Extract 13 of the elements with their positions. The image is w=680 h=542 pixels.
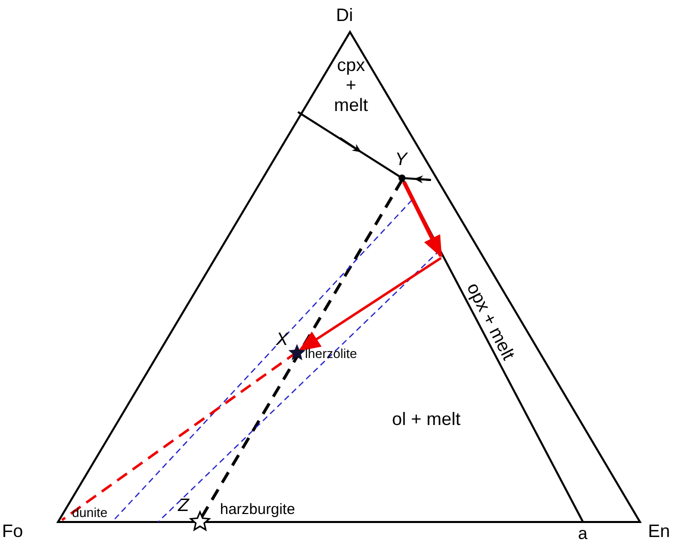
rock-name: harzburgite [220,502,296,518]
point-label: X [276,330,288,350]
point-label: Z [178,496,189,516]
point-label: a [578,525,588,542]
rock-name: dunite [72,506,108,520]
vertex-label: Di [336,6,353,26]
vertex-label: En [648,522,670,542]
rock-name: lherzolite [305,347,358,362]
region-label: cpx + melt [332,56,369,116]
region-label: opx + melt [462,280,518,364]
vertex-label: Fo [2,522,24,542]
point-label: Y [395,150,408,170]
region-label: ol + melt [392,410,461,430]
